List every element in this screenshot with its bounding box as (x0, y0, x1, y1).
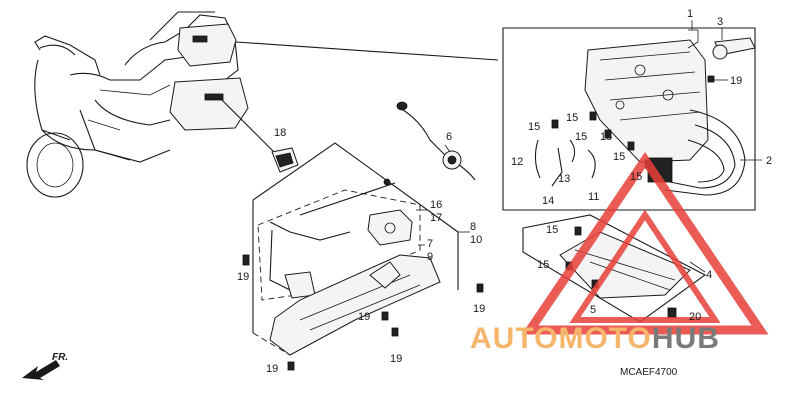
direction-label: FR. (52, 352, 68, 363)
callout-6: 6 (446, 131, 452, 143)
callout-7: 7 (427, 238, 433, 250)
callout-19-a: 19 (730, 75, 742, 87)
part-6-cable (396, 101, 476, 181)
callout-15-d: 15 (600, 131, 612, 143)
callout-19-e: 19 (390, 353, 402, 365)
bag-latch-assembly (242, 142, 484, 371)
callout-9: 9 (427, 251, 433, 263)
callout-10: 10 (470, 234, 482, 246)
watermark-logo (521, 151, 769, 335)
callout-15-b: 15 (528, 121, 540, 133)
callout-11: 11 (588, 191, 599, 203)
callout-2: 2 (766, 155, 772, 167)
callout-18: 18 (274, 127, 286, 139)
leader-line-trunk (235, 41, 499, 61)
callout-19-f: 19 (266, 363, 278, 375)
diagram-code: MCAEF4700 (620, 367, 678, 378)
motorcycle-illustration (26, 11, 249, 198)
callout-5: 5 (590, 304, 596, 316)
callout-17: 17 (430, 212, 442, 224)
trunk-assembly-box (502, 27, 756, 211)
callout-15-f: 15 (630, 171, 642, 183)
front-direction-arrow: FR. (22, 352, 68, 380)
callout-1: 1 (687, 8, 693, 20)
leader-line-bag (221, 99, 277, 155)
callout-19-b: 19 (237, 271, 249, 283)
callout-19-d: 19 (358, 311, 370, 323)
callout-labels: 1 3 19 15 15 15 15 15 15 12 13 14 11 2 1… (237, 8, 772, 375)
callout-13: 13 (558, 173, 570, 185)
callout-19-c: 19 (473, 303, 485, 315)
watermark-text: AUTOMOTOHUB (470, 322, 720, 355)
callout-12: 12 (511, 156, 523, 168)
callout-4: 4 (706, 269, 712, 281)
callout-15-e: 15 (613, 151, 625, 163)
callout-15-g: 15 (546, 224, 558, 236)
callout-15-h: 15 (537, 259, 549, 271)
callout-leaders (416, 20, 762, 273)
callout-8: 8 (470, 221, 476, 233)
callout-16: 16 (430, 199, 442, 211)
callout-14: 14 (542, 195, 554, 207)
callout-15-a: 15 (566, 112, 578, 124)
callout-15-c: 15 (575, 131, 587, 143)
callout-3: 3 (717, 16, 723, 28)
callout-20: 20 (689, 311, 701, 323)
part-18-clip (271, 147, 299, 173)
